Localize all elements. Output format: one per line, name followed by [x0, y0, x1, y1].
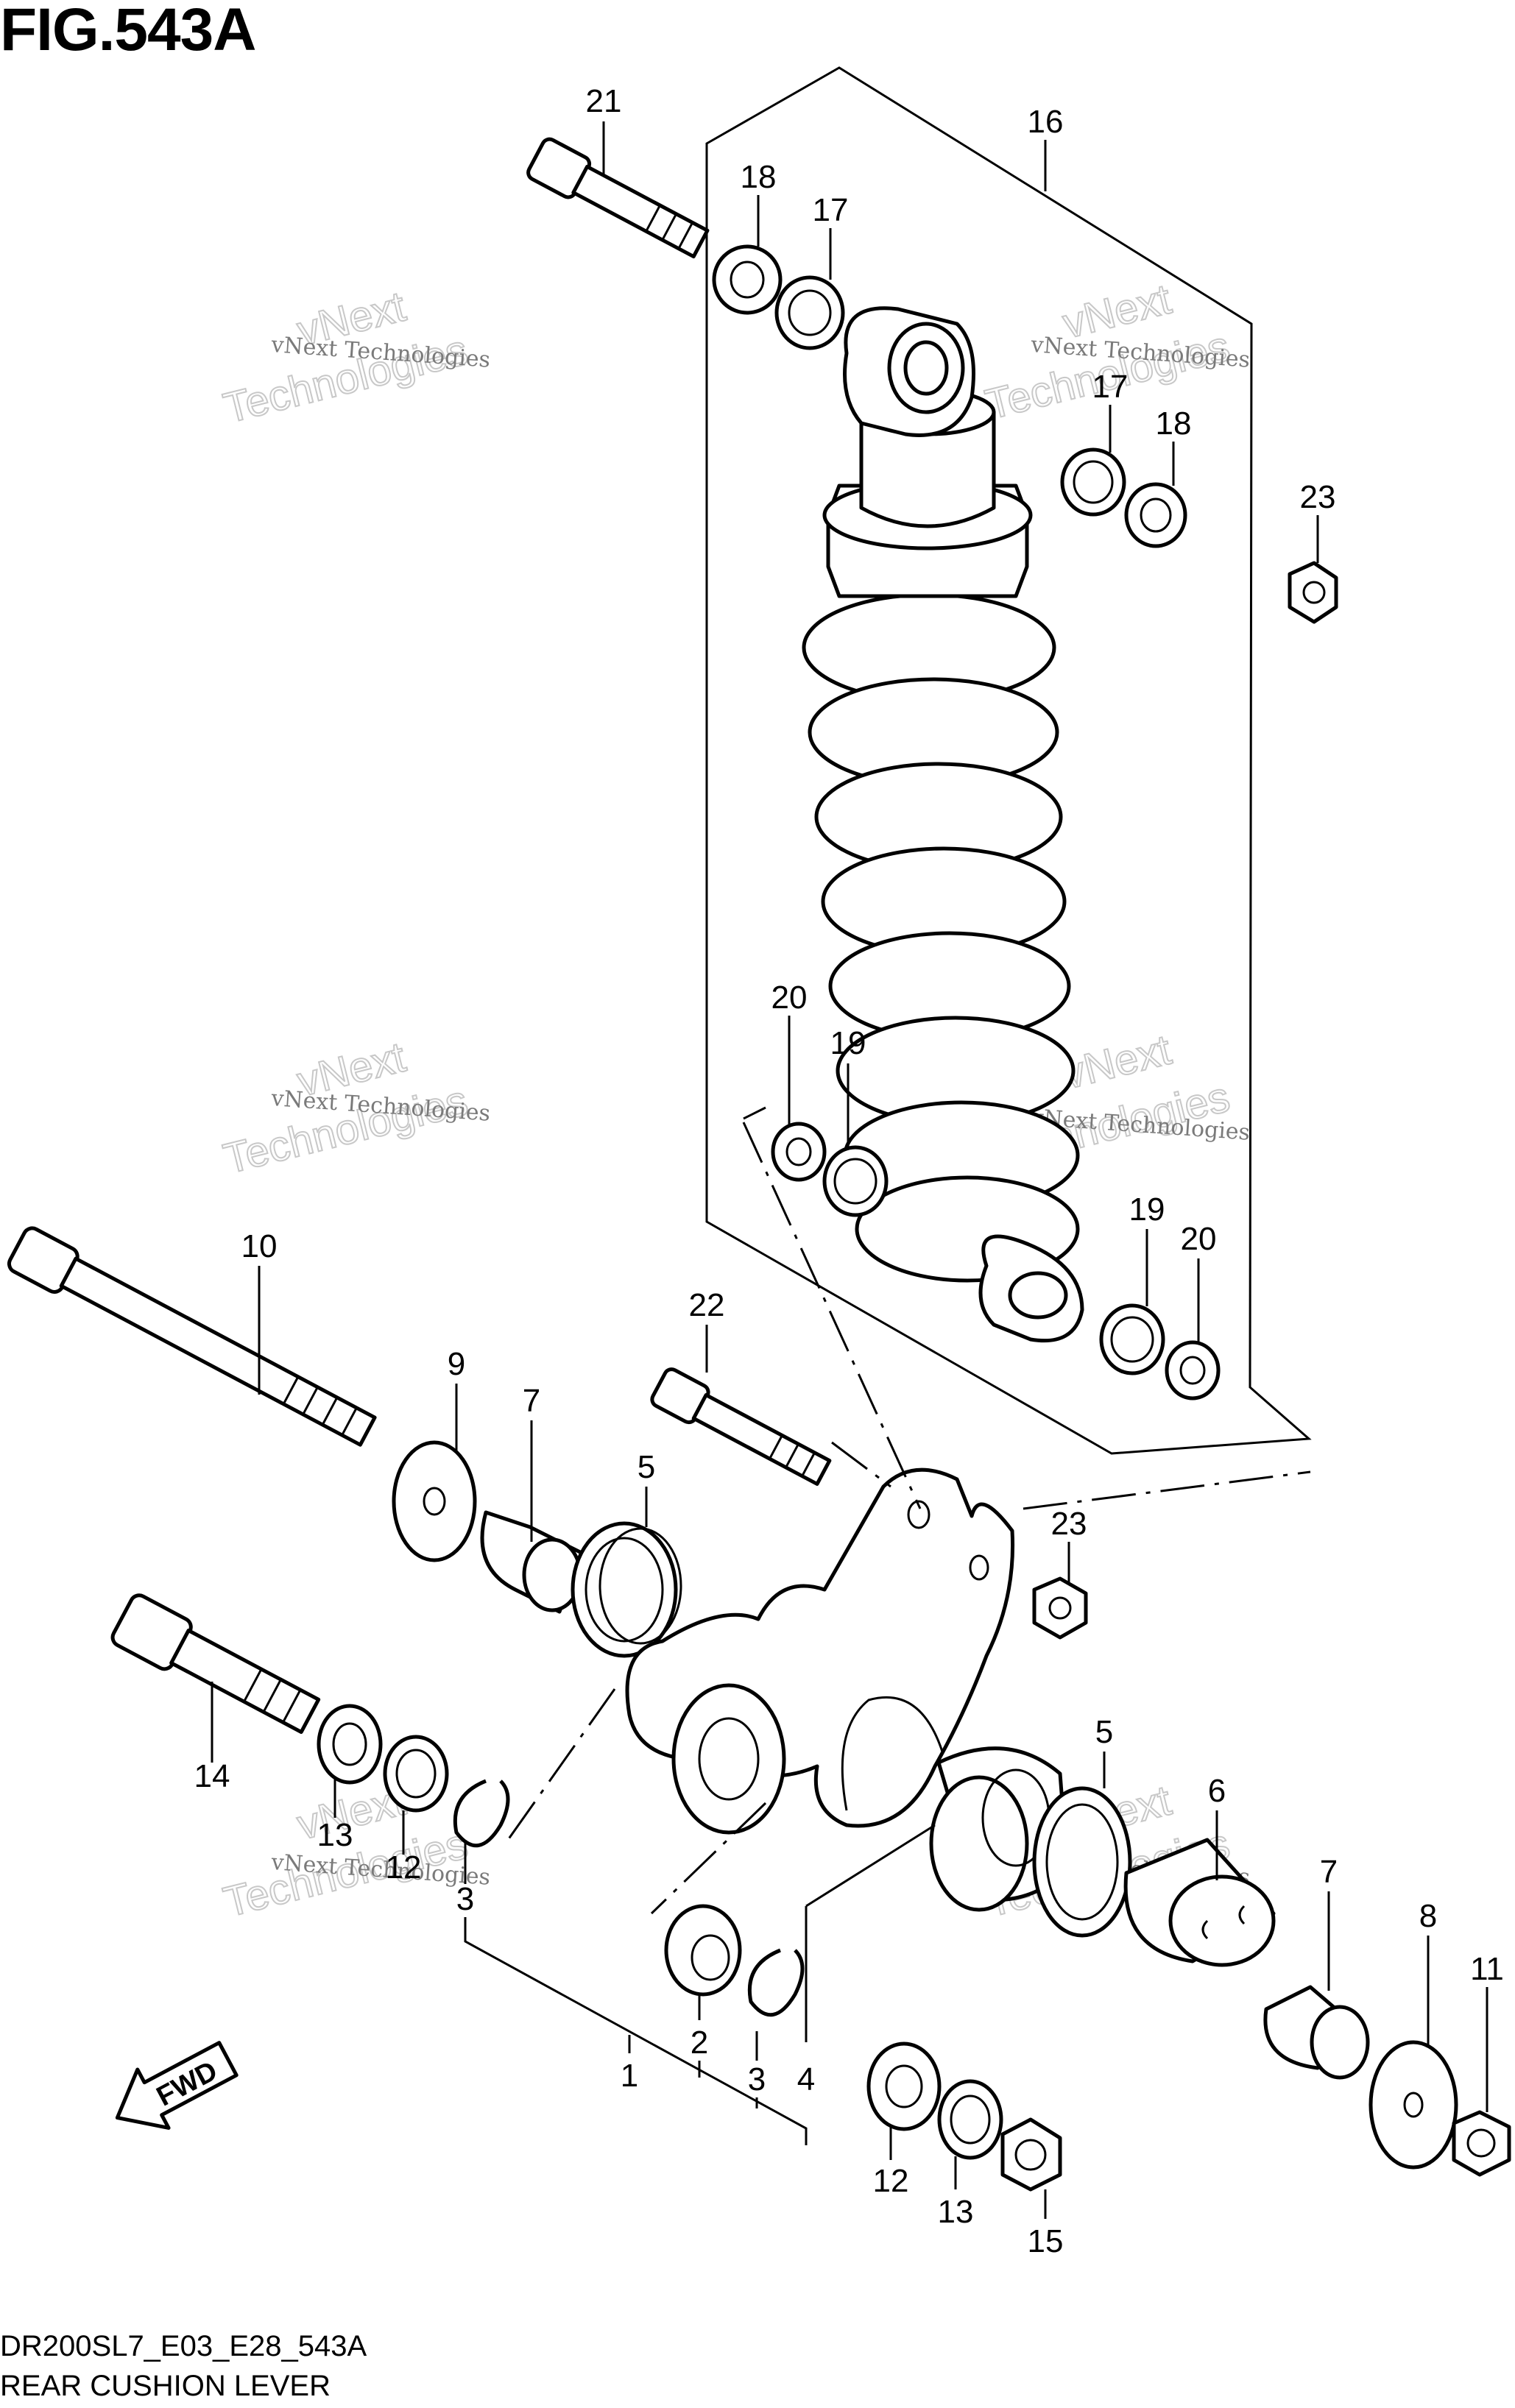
circlip-3-left — [453, 1779, 510, 1848]
bolt-21 — [526, 137, 710, 259]
callout-12: 12 — [386, 1849, 422, 1885]
callout-1: 1 — [621, 2058, 638, 2094]
seal-12-bottom — [866, 2042, 942, 2131]
shock-assembly-outline — [705, 66, 1312, 1455]
diagram-code: DR200SL7_E03_E28_543A — [0, 2330, 367, 2362]
coil-spring — [802, 592, 1080, 1283]
callout-4: 4 — [797, 2061, 815, 2097]
washer-19-left — [822, 1145, 889, 1217]
callout-13: 13 — [317, 1817, 353, 1853]
oil-seal-5-left — [571, 1521, 682, 1658]
callout-19: 19 — [1129, 1191, 1165, 1228]
callout-23: 23 — [1051, 1506, 1087, 1542]
callout-17: 17 — [813, 192, 849, 228]
callout-12: 12 — [873, 2163, 909, 2199]
washer-20-right — [1165, 1340, 1221, 1400]
nut-23-mid — [1032, 1576, 1088, 1640]
circlip-3-right — [747, 1948, 805, 2017]
callout-23: 23 — [1300, 479, 1336, 515]
watermark: vNext Technologies vNext Technologies — [218, 282, 491, 433]
callout-5: 5 — [638, 1449, 655, 1485]
callout-2: 2 — [691, 2025, 708, 2061]
svg-text:vNext: vNext — [1058, 1026, 1176, 1099]
callout-7: 7 — [1320, 1854, 1338, 1890]
assembly-line-shock — [743, 1106, 766, 1120]
washer-13-bottom — [937, 2079, 1003, 2160]
bolt-22 — [650, 1367, 832, 1486]
bearing-2 — [664, 1904, 742, 1997]
forward-direction-arrow: FWD — [115, 2041, 239, 2130]
washer-9 — [392, 1440, 477, 1562]
callout-7: 7 — [523, 1383, 540, 1419]
callout-11: 11 — [1470, 1951, 1504, 1987]
bearing-17-right — [1060, 447, 1126, 517]
callout-13: 13 — [938, 2194, 974, 2230]
figure-title: FIG.543A — [0, 0, 256, 63]
callout-8: 8 — [1419, 1898, 1437, 1934]
bearing-17-top — [774, 275, 845, 350]
bolt-14 — [110, 1593, 321, 1735]
spacer-18-right — [1124, 482, 1187, 548]
callout-18: 18 — [741, 159, 777, 195]
washer-19-right — [1099, 1303, 1165, 1375]
nut-15 — [1000, 2117, 1062, 2192]
nut-11 — [1452, 2110, 1511, 2177]
shock-body — [859, 410, 996, 528]
callout-16: 16 — [1028, 104, 1064, 140]
washer-13-left — [317, 1704, 383, 1785]
callout-18: 18 — [1156, 406, 1192, 442]
spacer-7-left — [480, 1510, 584, 1614]
diagram-name: REAR CUSHION LEVER — [0, 2370, 331, 2402]
callout-6: 6 — [1208, 1773, 1226, 1809]
callout-22: 22 — [689, 1287, 725, 1323]
spacer-7-right — [1263, 1985, 1370, 2080]
spacer-6 — [1123, 1838, 1276, 1967]
assembly-lines — [506, 1122, 1311, 1915]
callout-17: 17 — [1092, 369, 1129, 405]
bolt-10 — [7, 1226, 377, 1447]
watermark: vNext Technologies vNext Technologies — [218, 1776, 491, 1927]
callout-21: 21 — [586, 83, 622, 119]
callout-14: 14 — [194, 1758, 230, 1794]
callouts: 21 16 18 17 17 18 23 20 19 19 20 10 22 9… — [194, 83, 1504, 2259]
callout-10: 10 — [241, 1228, 278, 1264]
oil-seal-5-right — [1032, 1786, 1132, 1938]
callout-3: 3 — [456, 1881, 474, 1917]
rear-shock-absorber — [802, 306, 1084, 1343]
watermark: vNext Technologies vNext Technologies — [218, 1033, 491, 1184]
callout-20: 20 — [771, 980, 808, 1016]
spacer-18-top — [712, 244, 783, 315]
callout-9: 9 — [448, 1346, 465, 1382]
leader-lines — [211, 121, 1488, 2219]
seal-12-left — [383, 1735, 449, 1813]
callout-20: 20 — [1181, 1221, 1217, 1257]
callout-19: 19 — [830, 1025, 866, 1061]
callout-15: 15 — [1028, 2223, 1064, 2259]
callout-3: 3 — [748, 2061, 766, 2097]
washer-20-left — [771, 1122, 827, 1182]
callout-5: 5 — [1095, 1714, 1113, 1750]
cushion-lever — [625, 1467, 1015, 1835]
washer-8 — [1369, 2040, 1458, 2170]
nut-23-top — [1288, 561, 1338, 624]
